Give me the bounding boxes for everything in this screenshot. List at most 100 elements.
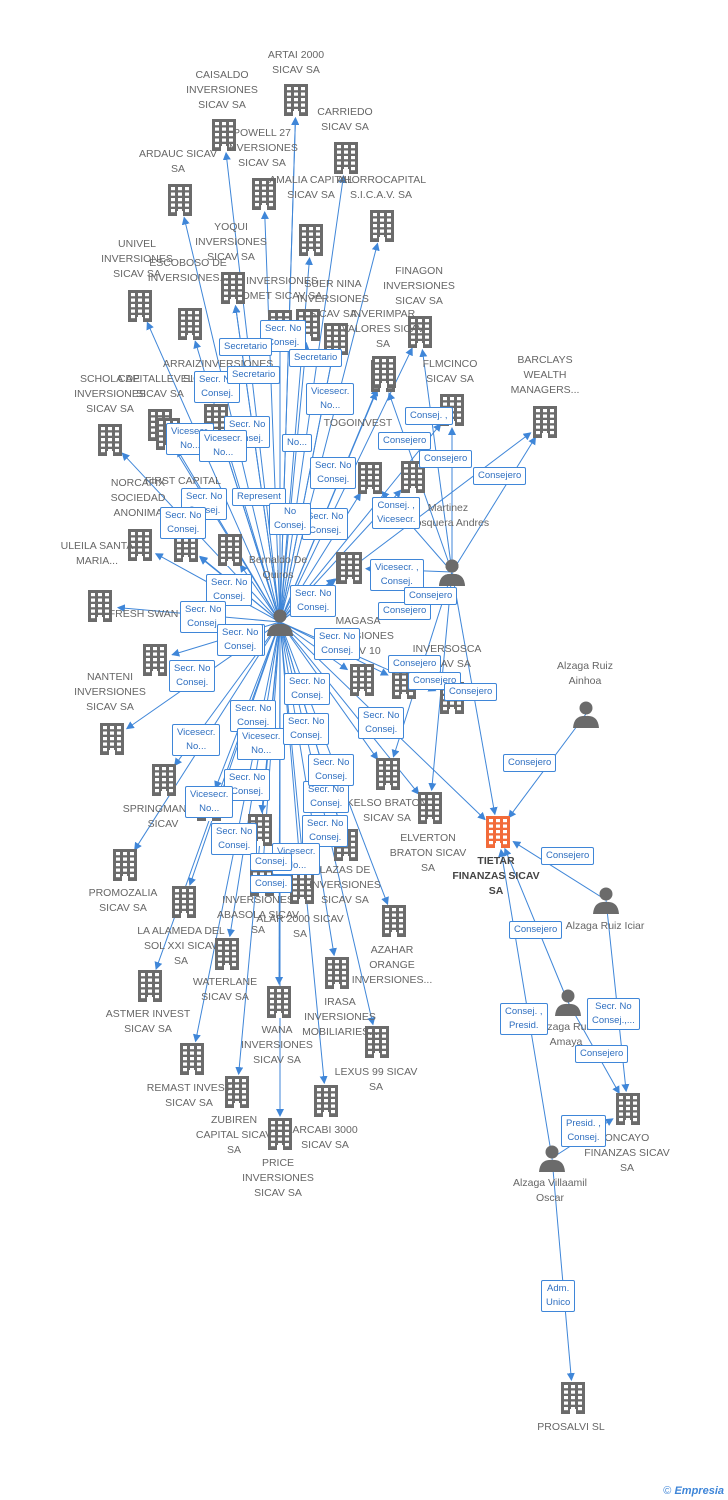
building-icon[interactable] bbox=[486, 816, 510, 848]
company-node-label[interactable]: KELSO BRATON SICAV SA bbox=[346, 797, 428, 824]
relation-label[interactable]: Secretario bbox=[289, 349, 343, 367]
relation-label[interactable]: Consejero bbox=[388, 655, 442, 673]
relation-label[interactable]: Presid. ,Consej. bbox=[561, 1115, 606, 1147]
relation-label[interactable]: Consejero bbox=[575, 1045, 629, 1063]
company-node-label[interactable]: NORCAFIX SOCIEDAD ANONIMA bbox=[110, 477, 166, 519]
company-node-label[interactable]: POWELL 27 INVERSIONES SICAV SA bbox=[226, 127, 298, 169]
building-icon[interactable] bbox=[376, 758, 400, 790]
building-icon[interactable] bbox=[561, 1382, 585, 1414]
company-node-label[interactable]: ARTAI 2000 SICAV SA bbox=[267, 49, 325, 76]
relation-label[interactable]: Consejero bbox=[509, 921, 563, 939]
company-node-label[interactable]: CARRIEDO SICAV SA bbox=[317, 106, 373, 133]
relation-label[interactable]: Consejero bbox=[444, 683, 498, 701]
relation-label[interactable]: Consejero bbox=[541, 847, 595, 865]
company-node-label[interactable]: AMALIA CAPITAL SICAV SA bbox=[269, 174, 353, 201]
building-icon[interactable] bbox=[418, 792, 442, 824]
relation-label[interactable]: Vicesecr. ,Consej. bbox=[370, 559, 424, 591]
company-node-label[interactable]: SPRINGMAN SA SICAV bbox=[122, 803, 204, 830]
company-node-label[interactable]: ZUBIREN CAPITAL SICAV SA bbox=[195, 1114, 273, 1156]
building-icon[interactable] bbox=[533, 406, 557, 438]
person-node-label[interactable]: Alzaga Ruiz Amaya bbox=[537, 1021, 595, 1048]
building-icon[interactable] bbox=[334, 142, 358, 174]
relation-label[interactable]: Consejero bbox=[419, 450, 473, 468]
building-icon[interactable] bbox=[382, 905, 406, 937]
building-icon[interactable] bbox=[138, 970, 162, 1002]
building-icon[interactable] bbox=[178, 308, 202, 340]
company-node-label[interactable]: CAPITALLEVEL 1 SICAV SA bbox=[117, 373, 203, 400]
building-icon[interactable] bbox=[215, 938, 239, 970]
building-icon[interactable] bbox=[143, 644, 167, 676]
relation-label[interactable]: Consej. ,Presid. bbox=[500, 1003, 548, 1035]
person-node-label[interactable]: Alzaga Ruiz Ainhoa bbox=[556, 660, 614, 687]
relation-label[interactable]: Secretario bbox=[227, 366, 281, 384]
relation-label[interactable]: No... bbox=[282, 434, 313, 452]
building-icon[interactable] bbox=[284, 84, 308, 116]
company-node-label[interactable]: UNIVEL INVERSIONES SICAV SA bbox=[101, 238, 173, 280]
building-icon[interactable] bbox=[152, 764, 176, 796]
company-node-label[interactable]: PROMOZALIA SICAV SA bbox=[88, 887, 158, 914]
company-node-label[interactable]: LAZAS DE INVERSIONES SICAV SA bbox=[309, 864, 381, 906]
building-icon[interactable] bbox=[180, 1043, 204, 1075]
building-icon[interactable] bbox=[128, 529, 152, 561]
building-icon[interactable] bbox=[225, 1076, 249, 1108]
building-icon[interactable] bbox=[221, 272, 245, 304]
company-node-label[interactable]: FLMCINCO SICAV SA bbox=[422, 358, 478, 385]
building-icon[interactable] bbox=[358, 462, 382, 494]
company-node-label[interactable]: TIETAR FINANZAS SICAV SA bbox=[452, 855, 540, 897]
company-node-label[interactable]: ESCOBOSO DE INVERSIONES... bbox=[147, 257, 229, 284]
company-node-label[interactable]: NANTENI INVERSIONES SICAV SA bbox=[74, 671, 146, 713]
company-node-label[interactable]: CAISALDO INVERSIONES SICAV SA bbox=[186, 69, 258, 111]
person-icon[interactable] bbox=[555, 989, 581, 1017]
person-icon[interactable] bbox=[593, 887, 619, 915]
building-icon[interactable] bbox=[268, 1118, 292, 1150]
relation-label[interactable]: Represent bbox=[232, 488, 286, 506]
building-icon[interactable] bbox=[218, 534, 242, 566]
company-node-label[interactable]: REMAST INVEST SICAV SA bbox=[146, 1082, 232, 1109]
company-node-label[interactable]: ARCABI 3000 SICAV SA bbox=[292, 1124, 358, 1151]
company-node-label[interactable]: INVERSIONES OMET SICAV SA bbox=[241, 275, 323, 302]
company-node-label[interactable]: SUER NINA INVERSIONES SICAV SA bbox=[297, 278, 369, 320]
building-icon[interactable] bbox=[299, 224, 323, 256]
building-icon[interactable] bbox=[98, 424, 122, 456]
relation-label[interactable]: Consej. , bbox=[405, 407, 453, 425]
company-node-label[interactable]: PROSALVI SL bbox=[537, 1421, 605, 1433]
person-icon[interactable] bbox=[439, 559, 465, 587]
building-icon[interactable] bbox=[88, 590, 112, 622]
building-icon[interactable] bbox=[338, 552, 362, 584]
building-icon[interactable] bbox=[212, 119, 236, 151]
relation-label[interactable]: Vicesecr.No... bbox=[199, 430, 248, 462]
company-node-label[interactable]: FIRST CAPITAL bbox=[144, 475, 222, 487]
building-icon[interactable] bbox=[314, 1085, 338, 1117]
company-node-label[interactable]: ALAR 2000 SICAV SA bbox=[256, 913, 344, 940]
company-node-label[interactable]: WANA INVERSIONES SICAV SA bbox=[241, 1024, 313, 1066]
building-icon[interactable] bbox=[350, 664, 374, 696]
company-node-label[interactable]: LEXUS 99 SICAV SA bbox=[334, 1066, 418, 1093]
relation-label[interactable]: Consej. ,Vicesecr. bbox=[372, 497, 421, 529]
building-icon[interactable] bbox=[267, 986, 291, 1018]
person-node-label[interactable]: Bernaldo De Quiros bbox=[248, 554, 308, 581]
company-node-label[interactable]: ARDAUC SICAV SA bbox=[139, 148, 217, 175]
company-node-label[interactable]: AZAHAR ORANGE INVERSIONES... bbox=[351, 944, 433, 986]
person-icon[interactable] bbox=[267, 609, 293, 637]
relation-label[interactable]: Adm.Unico bbox=[541, 1280, 576, 1312]
relation-label[interactable]: Consej. bbox=[250, 853, 293, 871]
building-icon[interactable] bbox=[100, 723, 124, 755]
relation-label[interactable]: Vicesecr.No... bbox=[172, 724, 221, 756]
relation-label[interactable]: Consejero bbox=[503, 754, 557, 772]
company-node-label[interactable]: FINAGON INVERSIONES SICAV SA bbox=[383, 265, 455, 307]
company-node-label[interactable]: ULEILA SANTA MARIA... bbox=[60, 540, 134, 567]
company-node-label[interactable]: FRESH SWAN SA bbox=[108, 608, 196, 620]
relation-label[interactable]: Vicesecr.No... bbox=[185, 786, 234, 818]
